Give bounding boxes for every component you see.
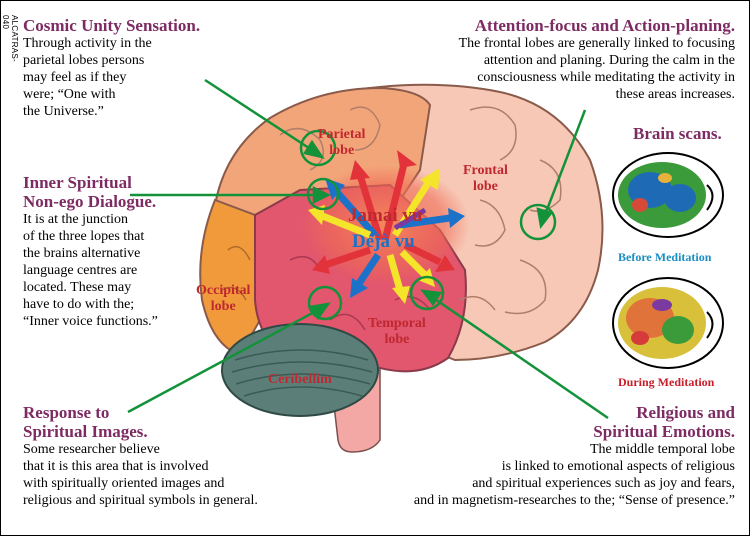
occipital-lobe-label-line1: Occipital — [196, 283, 251, 298]
response-title-line-2: Spiritual Images. — [23, 422, 148, 441]
parietal-lobe-label-line2: lobe — [329, 143, 355, 158]
brain-scan-before — [612, 152, 724, 238]
inner-line-1: It is at the junction — [23, 212, 128, 227]
religious-line-2: is linked to emotional aspects of religi… — [501, 459, 735, 474]
occipital-lobe-label-line2: lobe — [210, 299, 236, 314]
response-line-2: that it is this area that is involved — [23, 459, 209, 474]
religious-title-line-2: Spiritual Emotions. — [593, 422, 735, 441]
inner-title-line-2: Non-ego Dialogue. — [23, 192, 157, 211]
parietal-lobe-label-line1: Parietal — [318, 127, 366, 142]
cosmic-line-2: parietal lobes persons — [23, 53, 145, 68]
response-title-line-1: Response to — [23, 403, 110, 422]
attention-line-1: The frontal lobes are generally linked t… — [458, 36, 735, 51]
inner-dialogue-block: Inner Spiritual Non-ego Dialogue. It is … — [23, 173, 213, 330]
deja-vu-label: Déjà vu — [352, 231, 415, 252]
frontal-lobe-label-line2: lobe — [472, 179, 498, 194]
religious-line-4: and in magnetism-researches to the; “Sen… — [413, 493, 735, 508]
religious-emotions-block: Religious and Spiritual Emotions. The mi… — [330, 403, 735, 509]
response-images-block: Response to Spiritual Images. Some resea… — [23, 403, 323, 509]
response-line-3: with spiritually oriented images and — [23, 476, 225, 491]
cerebellum — [221, 323, 379, 417]
attention-line-2: attention and planing. During the calm i… — [483, 53, 735, 68]
temporal-lobe-label: Temporal lobe — [368, 316, 426, 348]
attention-line-3: consciousness while meditating the activ… — [477, 70, 735, 85]
response-line-1: Some researcher believe — [23, 442, 160, 457]
cerebellum-label: Ceribellim — [268, 372, 332, 387]
attention-line-4: these areas increases. — [615, 87, 735, 102]
brain-scans-title: Brain scans. — [633, 124, 722, 143]
cosmic-line-5: the Universe.” — [23, 104, 104, 119]
inner-line-4: language centres are — [23, 263, 138, 278]
before-meditation-caption: Before Meditation — [618, 250, 712, 264]
cosmic-line-4: were; “One with — [23, 87, 116, 102]
inner-line-3: the brains alternative — [23, 246, 141, 261]
cosmic-unity-title: Cosmic Unity Sensation. — [23, 16, 201, 35]
temporal-lobe-label-line2: lobe — [384, 332, 410, 347]
attention-block: Attention-focus and Action-planing. The … — [380, 16, 735, 103]
inner-line-5: located. These may — [23, 280, 132, 295]
cosmic-line-3: may feel as if they — [23, 70, 127, 85]
pointer-lines — [127, 78, 609, 420]
religious-line-1: The middle temporal lobe — [589, 442, 735, 457]
brain-scan-during — [612, 277, 724, 369]
attention-title: Attention-focus and Action-planing. — [474, 16, 735, 35]
cosmic-unity-block: Cosmic Unity Sensation. Through activity… — [23, 16, 223, 120]
cosmic-line-1: Through activity in the — [23, 36, 152, 51]
temporal-lobe-label-line1: Temporal — [368, 316, 426, 331]
inner-line-6: have to do with the; — [23, 297, 135, 312]
occipital-lobe-label: Occipital lobe — [196, 283, 250, 315]
frontal-lobe-label-line1: Frontal — [463, 163, 508, 178]
parietal-lobe-label: Parietal lobe — [318, 127, 365, 159]
inner-title-line-1: Inner Spiritual — [23, 173, 132, 192]
during-meditation-caption: During Meditation — [618, 375, 715, 389]
inner-line-2: of the three lopes that — [23, 229, 145, 244]
religious-line-3: and spiritual experiences such as joy an… — [472, 476, 735, 491]
frontal-lobe-label: Frontal lobe — [463, 163, 508, 195]
religious-title-line-1: Religious and — [636, 403, 735, 422]
jamais-vu-label: Jamai vu — [348, 205, 423, 226]
response-line-4: religious and spiritual symbols in gener… — [23, 493, 258, 508]
inner-line-7: “Inner voice functions.” — [23, 314, 158, 329]
